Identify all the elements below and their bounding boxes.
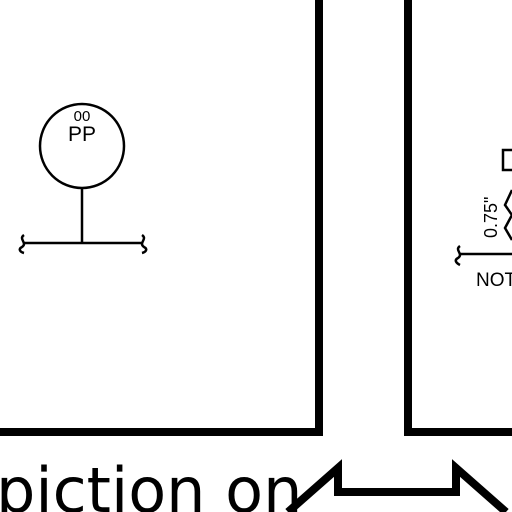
break-line-symbol <box>285 459 509 512</box>
right-wavy-end <box>140 233 148 255</box>
dimension-label: 0.75" <box>481 197 501 238</box>
wavy-line-marker <box>18 233 148 255</box>
circle-symbol: 00 PP <box>38 102 126 243</box>
caption-text: piction on <box>0 454 302 512</box>
left-panel-frame <box>0 0 323 436</box>
dimension-annotation: 0.75" NOT <box>454 148 512 291</box>
right-panel-frame <box>404 0 512 436</box>
zigzag-spring <box>501 148 512 241</box>
symbol-letters: PP <box>68 123 96 146</box>
annotation-wavy-end <box>454 244 462 267</box>
note-label: NOT <box>476 270 512 291</box>
left-wavy-end <box>18 233 26 255</box>
symbol-number: 00 <box>74 108 91 125</box>
